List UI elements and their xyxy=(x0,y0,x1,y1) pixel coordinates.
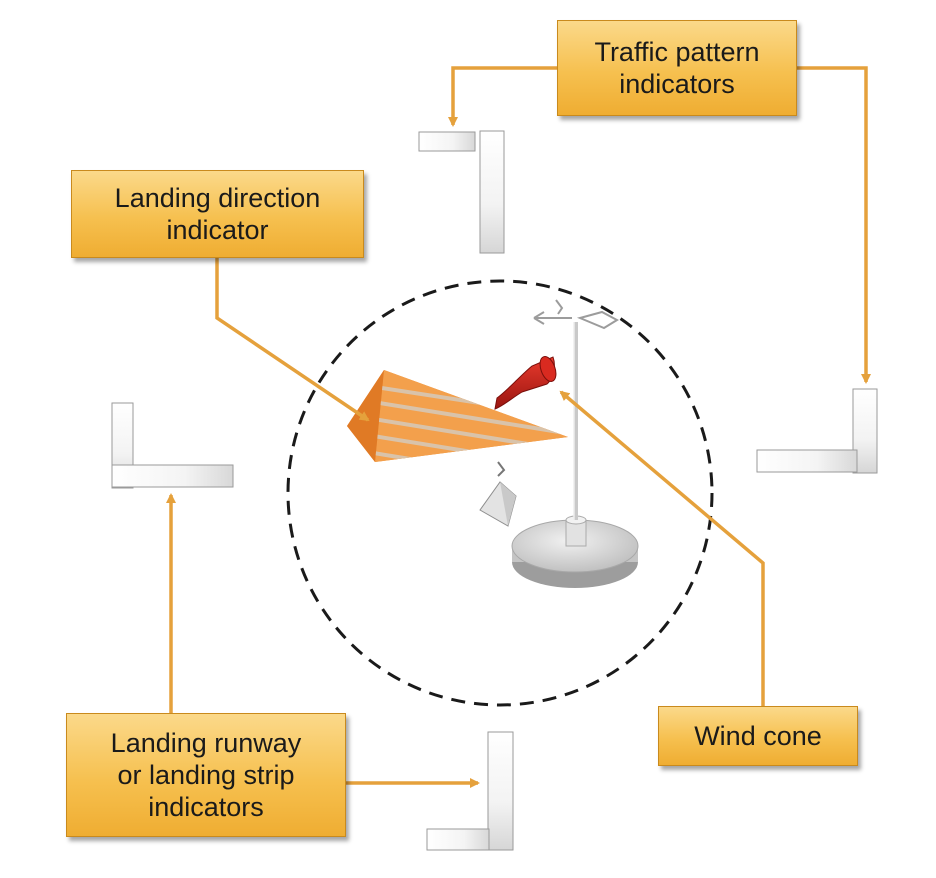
runway-indicator-bottom xyxy=(426,731,514,851)
label-line: Traffic pattern xyxy=(594,37,760,67)
label-line: indicators xyxy=(619,69,735,99)
wind-vane-top xyxy=(533,299,620,330)
runway-indicator-left xyxy=(111,402,234,489)
label-line: indicator xyxy=(166,215,269,245)
arrow-traffic-right xyxy=(797,66,871,384)
tetrahedron xyxy=(347,370,568,527)
label-wind-cone: Wind cone xyxy=(658,706,858,766)
label-line: Landing runway xyxy=(110,728,302,758)
wind-cone xyxy=(494,356,557,410)
label-landing-direction-indicator: Landing direction indicator xyxy=(71,170,364,258)
label-line: Landing direction xyxy=(114,183,321,213)
wind-cone-base xyxy=(511,322,639,588)
arrow-traffic-top xyxy=(448,66,557,127)
arrow-wind-cone xyxy=(559,390,765,706)
label-line: Wind cone xyxy=(694,721,822,751)
segmented-circle xyxy=(286,279,714,707)
traffic-pattern-indicator-top xyxy=(418,130,505,254)
label-landing-runway-indicators: Landing runway or landing strip indicato… xyxy=(66,713,346,837)
label-traffic-pattern-indicators: Traffic pattern indicators xyxy=(557,20,797,116)
label-line: indicators xyxy=(148,792,264,822)
label-line: or landing strip xyxy=(117,760,295,790)
traffic-pattern-indicator-right xyxy=(756,388,878,474)
arrow-landing-direction xyxy=(215,258,370,422)
